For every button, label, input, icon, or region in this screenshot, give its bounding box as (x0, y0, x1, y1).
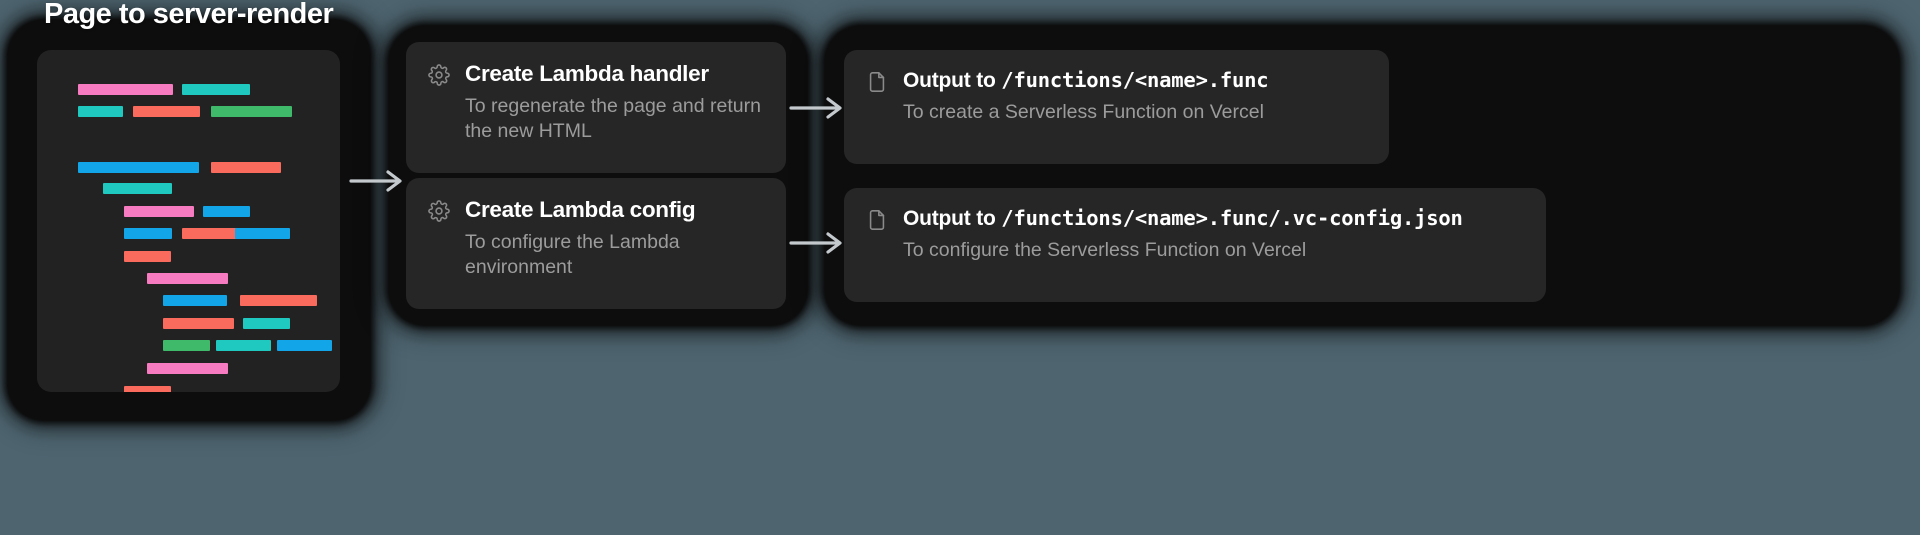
arrow-config-to-output-config (789, 229, 849, 257)
card-create-lambda-config[interactable]: Create Lambda config To configure the La… (406, 178, 786, 309)
code-token (277, 340, 332, 351)
arrow-code-to-steps (349, 167, 409, 195)
card-output-function[interactable]: Output to /functions/<name>.func To crea… (844, 50, 1389, 164)
code-token (211, 162, 281, 173)
page-title: Page to server-render (44, 0, 334, 30)
card-header: Create Lambda config (428, 197, 764, 223)
card-title-prefix: Output to (903, 207, 1002, 230)
gear-icon (428, 200, 450, 222)
code-token (182, 84, 250, 95)
code-token (163, 318, 234, 329)
card-title: Create Lambda config (465, 197, 696, 222)
code-token (124, 251, 171, 262)
card-header: Output to /functions/<name>.func/.vc-con… (866, 207, 1524, 231)
code-token (78, 106, 123, 117)
code-token (124, 228, 172, 239)
code-token (147, 273, 228, 284)
code-token (78, 162, 199, 173)
code-token (124, 206, 194, 217)
file-icon (866, 71, 888, 93)
card-title-path: /functions/<name>.func (1001, 68, 1269, 92)
card-title: Output to /functions/<name>.func/.vc-con… (903, 207, 1463, 230)
card-header: Output to /functions/<name>.func (866, 69, 1367, 93)
card-subtitle: To regenerate the page and return the ne… (465, 94, 761, 142)
card-output-vc-config[interactable]: Output to /functions/<name>.func/.vc-con… (844, 188, 1546, 302)
code-token (216, 340, 271, 351)
card-header: Create Lambda handler (428, 61, 764, 87)
card-subtitle: To create a Serverless Function on Verce… (903, 101, 1264, 123)
code-token (235, 228, 290, 239)
code-token (182, 228, 237, 239)
code-token (163, 340, 210, 351)
card-title-path: /functions/<name>.func/.vc-config.json (1001, 206, 1463, 230)
code-token (147, 363, 228, 374)
code-token (133, 106, 200, 117)
card-subtitle: To configure the Serverless Function on … (903, 239, 1307, 261)
code-token (78, 84, 173, 95)
code-token (163, 295, 227, 306)
code-token (103, 183, 172, 194)
card-title-prefix: Output to (903, 69, 1002, 92)
gear-icon (428, 64, 450, 86)
code-token (240, 295, 317, 306)
code-token (243, 318, 290, 329)
card-title: Output to /functions/<name>.func (903, 68, 1269, 92)
file-icon (866, 209, 888, 231)
card-subtitle: To configure the Lambda environment (465, 230, 680, 278)
card-title: Create Lambda handler (465, 61, 709, 86)
code-token (203, 206, 250, 217)
source-code-preview (37, 50, 340, 392)
arrow-handler-to-output-func (789, 94, 849, 122)
card-create-lambda-handler[interactable]: Create Lambda handler To regenerate the … (406, 42, 786, 173)
code-token (211, 106, 292, 117)
code-token (124, 386, 171, 392)
